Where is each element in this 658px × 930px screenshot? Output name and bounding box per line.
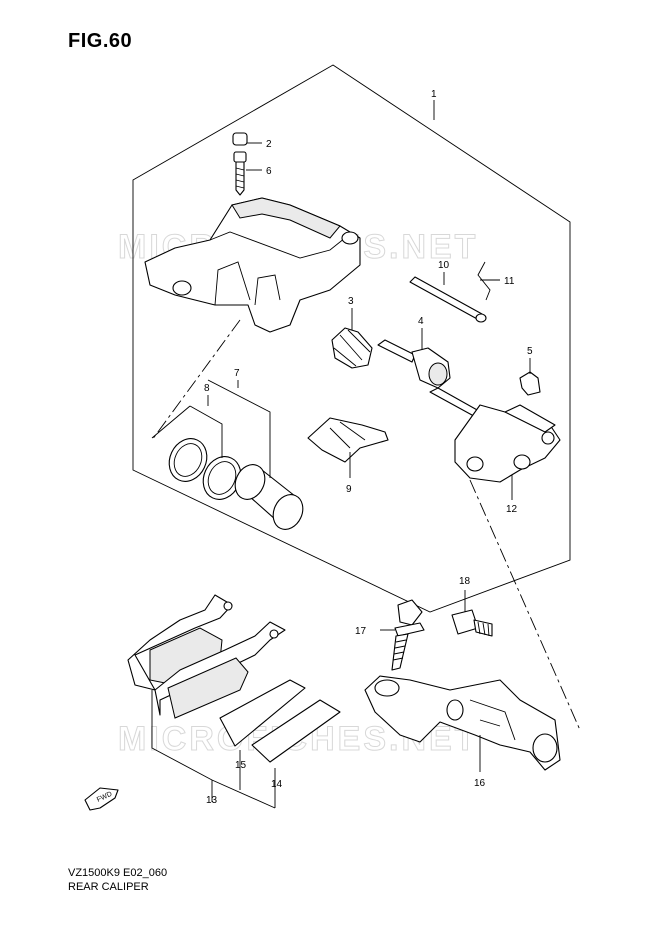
pad-spring	[307, 417, 389, 463]
pad-pin	[409, 276, 487, 323]
callout-10: 10	[438, 260, 450, 271]
callout-7: 7	[234, 368, 240, 379]
callout-bracket-7	[207, 379, 271, 478]
boot	[331, 327, 373, 369]
callout-18: 18	[459, 576, 471, 587]
bleeder-cap	[232, 132, 248, 146]
callout-5: 5	[527, 346, 533, 357]
piston-axis-line	[151, 319, 241, 441]
callout-bracket-8	[189, 405, 223, 458]
caliper-body	[144, 197, 361, 333]
callout-11: 11	[504, 276, 515, 287]
callout-15: 15	[235, 760, 247, 771]
pad-shim-14	[251, 699, 341, 763]
model-code: VZ1500K9 E02_060	[68, 867, 168, 879]
callout-12: 12	[506, 504, 518, 515]
callout-bracket-13	[151, 690, 276, 809]
caliper-holder	[364, 675, 561, 771]
piston	[234, 464, 304, 530]
pin-clip	[477, 261, 491, 301]
brake-pad-set	[127, 594, 286, 719]
callout-leader-8	[151, 405, 191, 439]
mounting-axis-line	[469, 479, 581, 731]
bleeder-valve	[233, 151, 247, 196]
callout-4: 4	[418, 316, 424, 327]
callout-17: 17	[355, 626, 367, 637]
callout-6: 6	[266, 166, 272, 177]
callout-2: 2	[266, 139, 272, 150]
callout-8: 8	[204, 383, 210, 394]
callout-3: 3	[348, 296, 354, 307]
holder-bolt	[391, 599, 425, 671]
holder-stopper-bolt	[451, 609, 493, 637]
pad-shim-15	[219, 679, 306, 747]
assembly-boundary	[132, 64, 571, 613]
figure-title: FIG.60	[68, 30, 133, 52]
leader-lines	[207, 100, 531, 772]
assembly-name: REAR CALIPER	[68, 881, 149, 893]
callout-14: 14	[271, 779, 283, 790]
callout-1: 1	[431, 89, 437, 100]
caliper-bracket	[429, 387, 561, 483]
forward-direction-icon: FWD	[84, 787, 119, 811]
callout-9: 9	[346, 484, 352, 495]
spring-clip	[519, 371, 541, 396]
callout-16: 16	[474, 778, 486, 789]
slide-pin	[377, 339, 451, 389]
callout-13: 13	[206, 795, 218, 806]
piston-seal-set	[168, 438, 242, 500]
